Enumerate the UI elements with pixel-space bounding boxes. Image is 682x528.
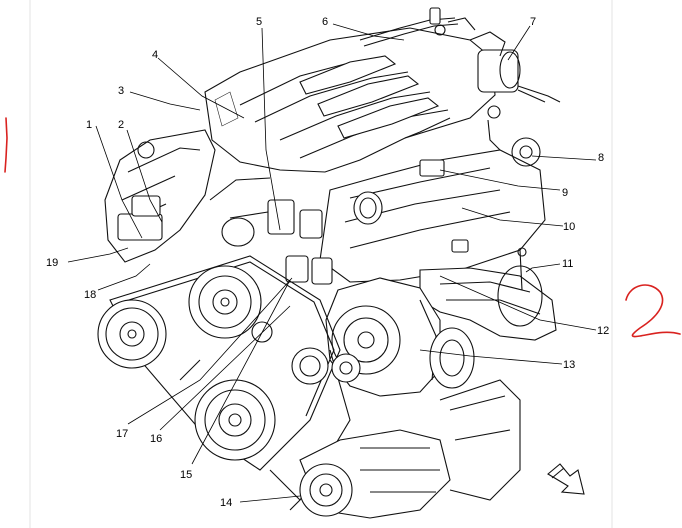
callout-3: 3 xyxy=(118,85,124,97)
callout-6: 6 xyxy=(322,16,328,28)
callout-8: 8 xyxy=(598,152,604,164)
engine-block-lower xyxy=(179,359,521,511)
idler-pulley xyxy=(251,321,361,385)
callout-9: 9 xyxy=(562,187,568,199)
callout-12: 12 xyxy=(597,325,609,337)
callout-15: 15 xyxy=(180,469,192,481)
callout-1: 1 xyxy=(86,119,92,131)
callout-18: 18 xyxy=(84,289,96,301)
leader-lines xyxy=(67,23,597,503)
water-pump-pulley xyxy=(97,299,167,369)
front-direction-arrow xyxy=(547,463,585,495)
callout-4: 4 xyxy=(152,49,158,61)
callout-7: 7 xyxy=(530,16,536,28)
callout-13: 13 xyxy=(563,359,575,371)
power-steering-pulley xyxy=(188,265,262,339)
left-cylinder-head xyxy=(104,129,216,263)
ac-compressor xyxy=(299,429,451,519)
callout-10: 10 xyxy=(563,221,575,233)
callout-19: 19 xyxy=(46,257,58,269)
callout-14: 14 xyxy=(220,497,232,509)
right-cylinder-head xyxy=(319,137,546,283)
callout-11: 11 xyxy=(562,258,573,270)
callout-16: 16 xyxy=(150,433,162,445)
callout-5: 5 xyxy=(256,16,262,28)
intake-manifold-cover xyxy=(204,27,496,173)
engine-illustration xyxy=(97,7,585,519)
throttle-body xyxy=(469,31,561,151)
callout-2: 2 xyxy=(118,119,124,131)
purge-hose xyxy=(359,7,476,47)
crankshaft-balancer xyxy=(194,379,276,461)
handwritten-mark-2 xyxy=(625,284,681,338)
handwritten-marks xyxy=(4,117,681,338)
exhaust-crossover xyxy=(419,247,557,341)
callout-17: 17 xyxy=(116,428,128,440)
callouts: 1 2 3 4 5 6 7 8 9 10 11 12 13 14 15 16 1… xyxy=(46,16,609,509)
ignition-coils xyxy=(209,177,333,285)
handwritten-mark-1 xyxy=(4,117,8,173)
